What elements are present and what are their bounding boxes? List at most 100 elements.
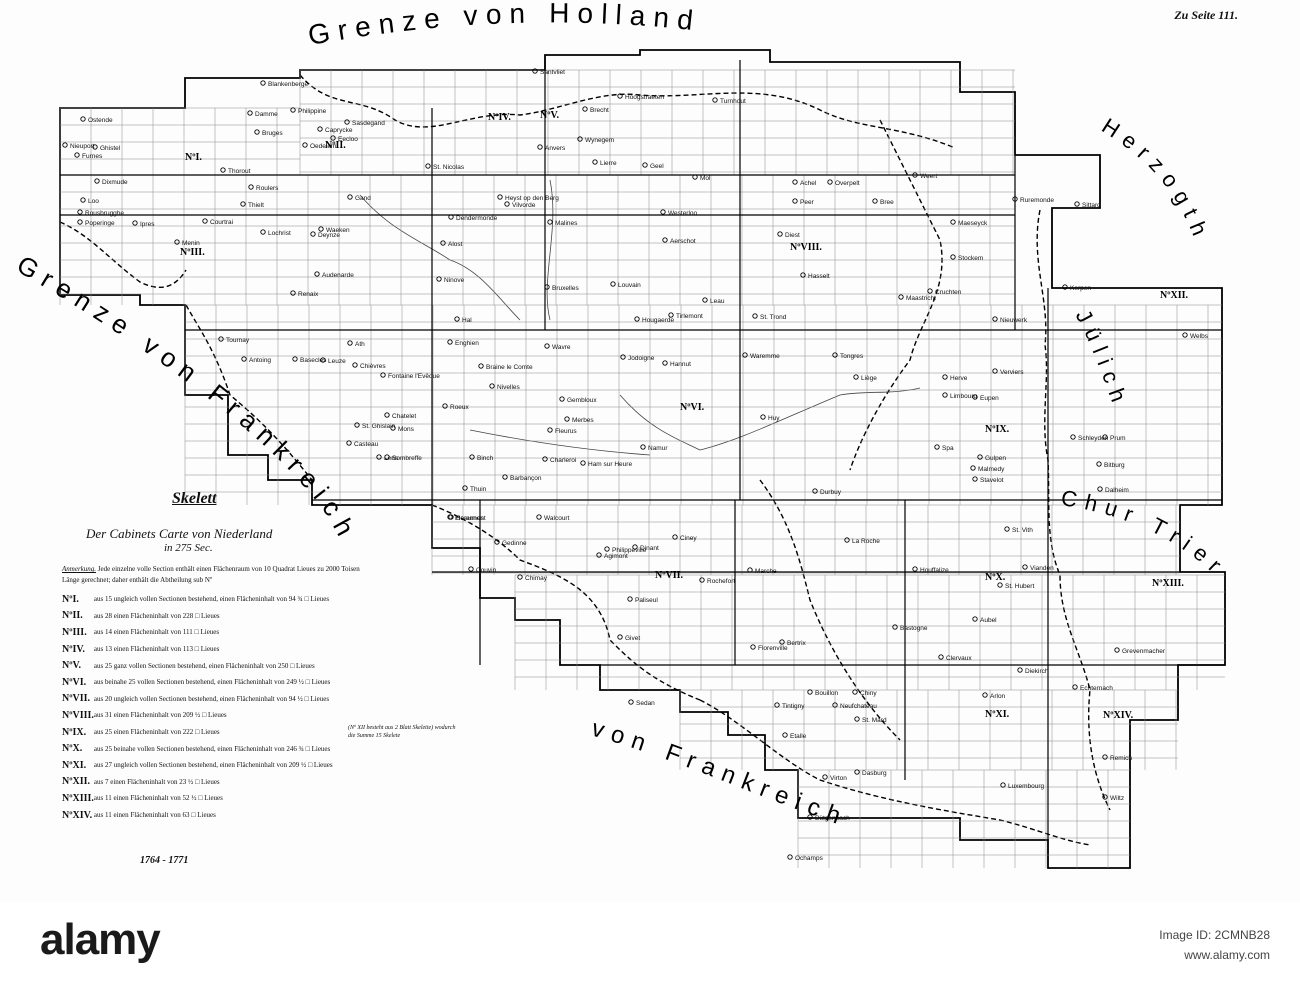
legend-row-number: NºIV. [62,643,85,655]
place-label: Aerschot [670,238,696,245]
place-marker [290,290,296,296]
place-marker [747,567,753,573]
place-marker [970,465,976,471]
place-label: Wiltz [1110,795,1124,802]
place-marker [852,689,858,695]
place-marker [1097,486,1103,492]
place-label: Wavre [552,344,571,351]
place-marker [425,163,431,169]
place-label: Bertrix [787,640,807,647]
place-marker [577,136,583,142]
place-label: Givet [625,635,640,642]
place-marker [92,144,98,150]
place-label: Blankenberge [268,81,308,88]
place-label: Kerpen [1070,285,1091,292]
place-label: Alost [448,241,463,248]
place-marker [977,454,983,460]
place-label: Thielt [248,202,264,209]
place-label: Lens [384,455,399,462]
place-label: Gembloux [567,397,597,404]
place-marker [218,336,224,342]
place-marker [792,198,798,204]
legend-row-text: aus 27 ungleich vollen Sectionen bestehe… [93,761,333,770]
watermark-image-id: Image ID: 2CMNB28 [1159,928,1270,942]
place-marker [777,231,783,237]
legend-row: NºI.aus 15 ungleich vollen Sectionen bes… [62,591,333,608]
place-marker [832,352,838,358]
place-marker [542,456,548,462]
place-marker [376,454,382,460]
place-marker [592,159,598,165]
legend-scale: in 275 Sec. [164,542,213,554]
place-marker [447,339,453,345]
legend-note-heading: Anmerkung. [62,565,97,573]
place-label: Nivelles [497,384,521,391]
place-label: Chiny [860,690,877,697]
place-marker [62,142,68,148]
place-label: Sasdegand [352,120,385,127]
place-label: Couvin [476,567,497,574]
place-marker [892,624,898,630]
river-line [469,429,651,456]
place-marker [760,414,766,420]
place-marker [580,460,586,466]
place-label: Basecles [300,357,327,364]
place-marker [972,394,978,400]
section-label: NºV. [540,110,559,121]
place-label: Namur [648,445,668,452]
place-label: Schleyden [1078,435,1109,442]
place-label: Westerloo [668,210,698,217]
place-label: Ciney [680,535,697,542]
place-marker [774,702,780,708]
boundary-label-text: Grenze von Holland [306,0,695,51]
place-marker [494,539,500,545]
legend-row-text: aus 15 ungleich vollen Sectionen bestehe… [93,595,330,604]
place-label: Luxembourg [1008,783,1045,790]
place-label: Neufchateau [840,703,877,710]
place-label: Loo [88,198,99,205]
place-marker [517,574,523,580]
place-label: St. Nicolas [433,164,465,171]
place-label: Dendermonde [456,215,498,222]
place-label: Nieuwerk [1000,317,1028,324]
legend-row-number: NºX. [62,743,83,755]
legend-row: NºV.aus 25 ganz vollen Sectionen bestehe… [62,657,333,674]
place-marker [347,340,353,346]
place-label: Ath [355,341,365,348]
section-label: NºVIII. [790,242,822,253]
place-label: Waeken [326,227,350,234]
place-marker [742,352,748,358]
place-marker [202,218,208,224]
place-label: Spa [942,445,954,452]
place-marker [853,374,859,380]
place-label: Sittard [1082,202,1101,209]
place-label: Lochrist [268,230,291,237]
place-marker [1000,782,1006,788]
place-label: Rousbrugghe [85,210,124,217]
place-label: St. Hubert [1005,583,1034,590]
place-marker [290,107,296,113]
place-marker [692,174,698,180]
place-label: Sedan [636,700,655,707]
place-label: Ipres [140,221,155,228]
place-marker [564,416,570,422]
place-marker [872,198,878,204]
place-marker [502,474,508,480]
place-marker [254,129,260,135]
place-marker [938,654,944,660]
place-marker [504,201,510,207]
border-line [185,304,313,481]
place-marker [807,814,813,820]
legend-row-text: aus 13 einen Flächeninhalt von 113 □ Lie… [93,645,220,654]
place-marker [660,209,666,215]
place-label: Turnhout [720,98,746,105]
place-marker [174,239,180,245]
place-label: Louvain [618,282,641,289]
place-marker [779,639,785,645]
place-label: Chatelet [392,413,416,420]
place-label: Anvers [545,145,566,152]
place-marker [1070,434,1076,440]
place-label: Beaumont [456,515,486,522]
place-label: Thuin [470,486,487,493]
